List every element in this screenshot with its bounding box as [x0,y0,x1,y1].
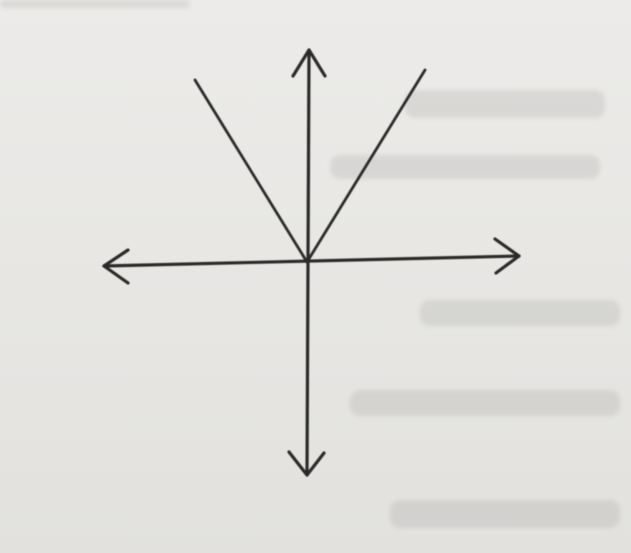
graph-right-branch [305,68,427,264]
v-shaped-graph [193,68,427,264]
y-axis-bottom-arrowhead [287,450,326,477]
x-axis-right-arrowhead [493,237,521,275]
bleed-through-text [0,0,620,528]
x-axis [102,237,521,285]
y-axis-top-arrowhead [291,48,327,78]
graph-left-branch [193,78,309,264]
x-axis-left-arrowhead [102,248,130,285]
